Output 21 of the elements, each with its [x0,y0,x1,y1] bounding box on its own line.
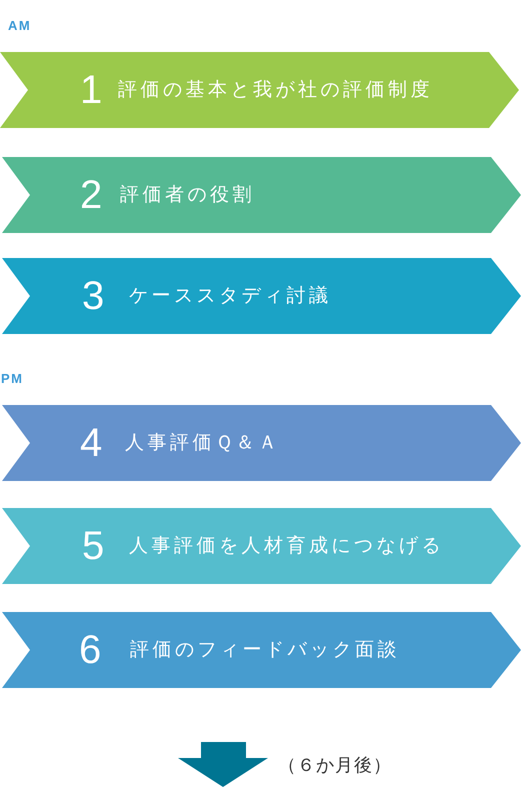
step-title: 人事評価を人材育成につなげる [129,536,444,556]
interval-note: （６か月後） [278,756,392,776]
chevron-banner [2,612,521,688]
step-number: 6 [79,630,102,670]
step-number: 1 [80,70,102,110]
chevron-banner [2,405,521,481]
section-label: PM [1,372,24,386]
chevron-banner [2,157,521,233]
chevron-banner [0,52,519,128]
step-title: 評価の基本と我が社の評価制度 [118,80,433,100]
step-title: 評価のフィードバック面談 [130,640,400,660]
step-number: 2 [80,175,102,215]
step-number: 5 [82,526,104,566]
step-number: 4 [80,423,102,463]
step-title: 評価者の役割 [120,184,255,206]
section-label: AM [8,19,32,34]
chevron-banner [2,508,521,584]
chevron-banner [2,258,521,334]
step-title: 人事評価Ｑ＆Ａ [125,432,280,454]
step-number: 3 [82,276,104,316]
step-title: ケーススタディ討議 [129,286,332,306]
